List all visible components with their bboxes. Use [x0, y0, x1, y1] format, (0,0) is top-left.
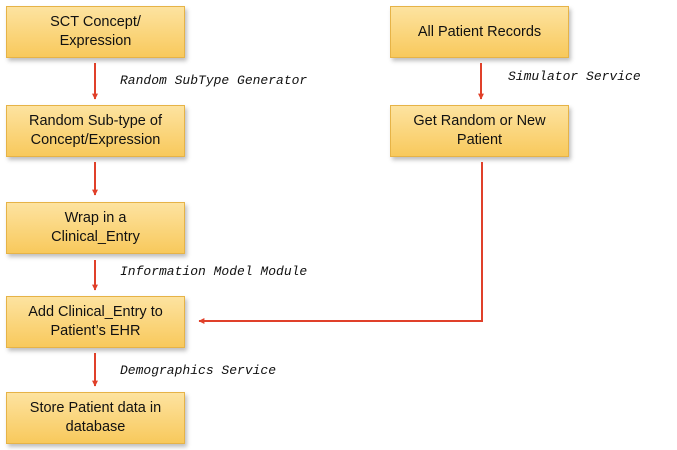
arrow-getpatient-to-add — [198, 162, 483, 324]
box-random-subtype: Random Sub-type of Concept/Expression — [6, 105, 185, 157]
box-store-patient-data: Store Patient data in database — [6, 392, 185, 444]
label-simulator-service: Simulator Service — [508, 69, 641, 84]
box-get-random-patient: Get Random or New Patient — [390, 105, 569, 157]
box-wrap-clinical-entry: Wrap in a Clinical_Entry — [6, 202, 185, 254]
box-sct-concept: SCT Concept/ Expression — [6, 6, 185, 58]
box-add-clinical-entry: Add Clinical_Entry to Patient’s EHR — [6, 296, 185, 348]
label-demographics-service: Demographics Service — [120, 363, 277, 378]
box-all-patient-records: All Patient Records — [390, 6, 569, 58]
label-random-subtype-generator: Random SubType Generator — [120, 73, 308, 88]
label-information-model-module: Information Model Module — [120, 264, 308, 279]
